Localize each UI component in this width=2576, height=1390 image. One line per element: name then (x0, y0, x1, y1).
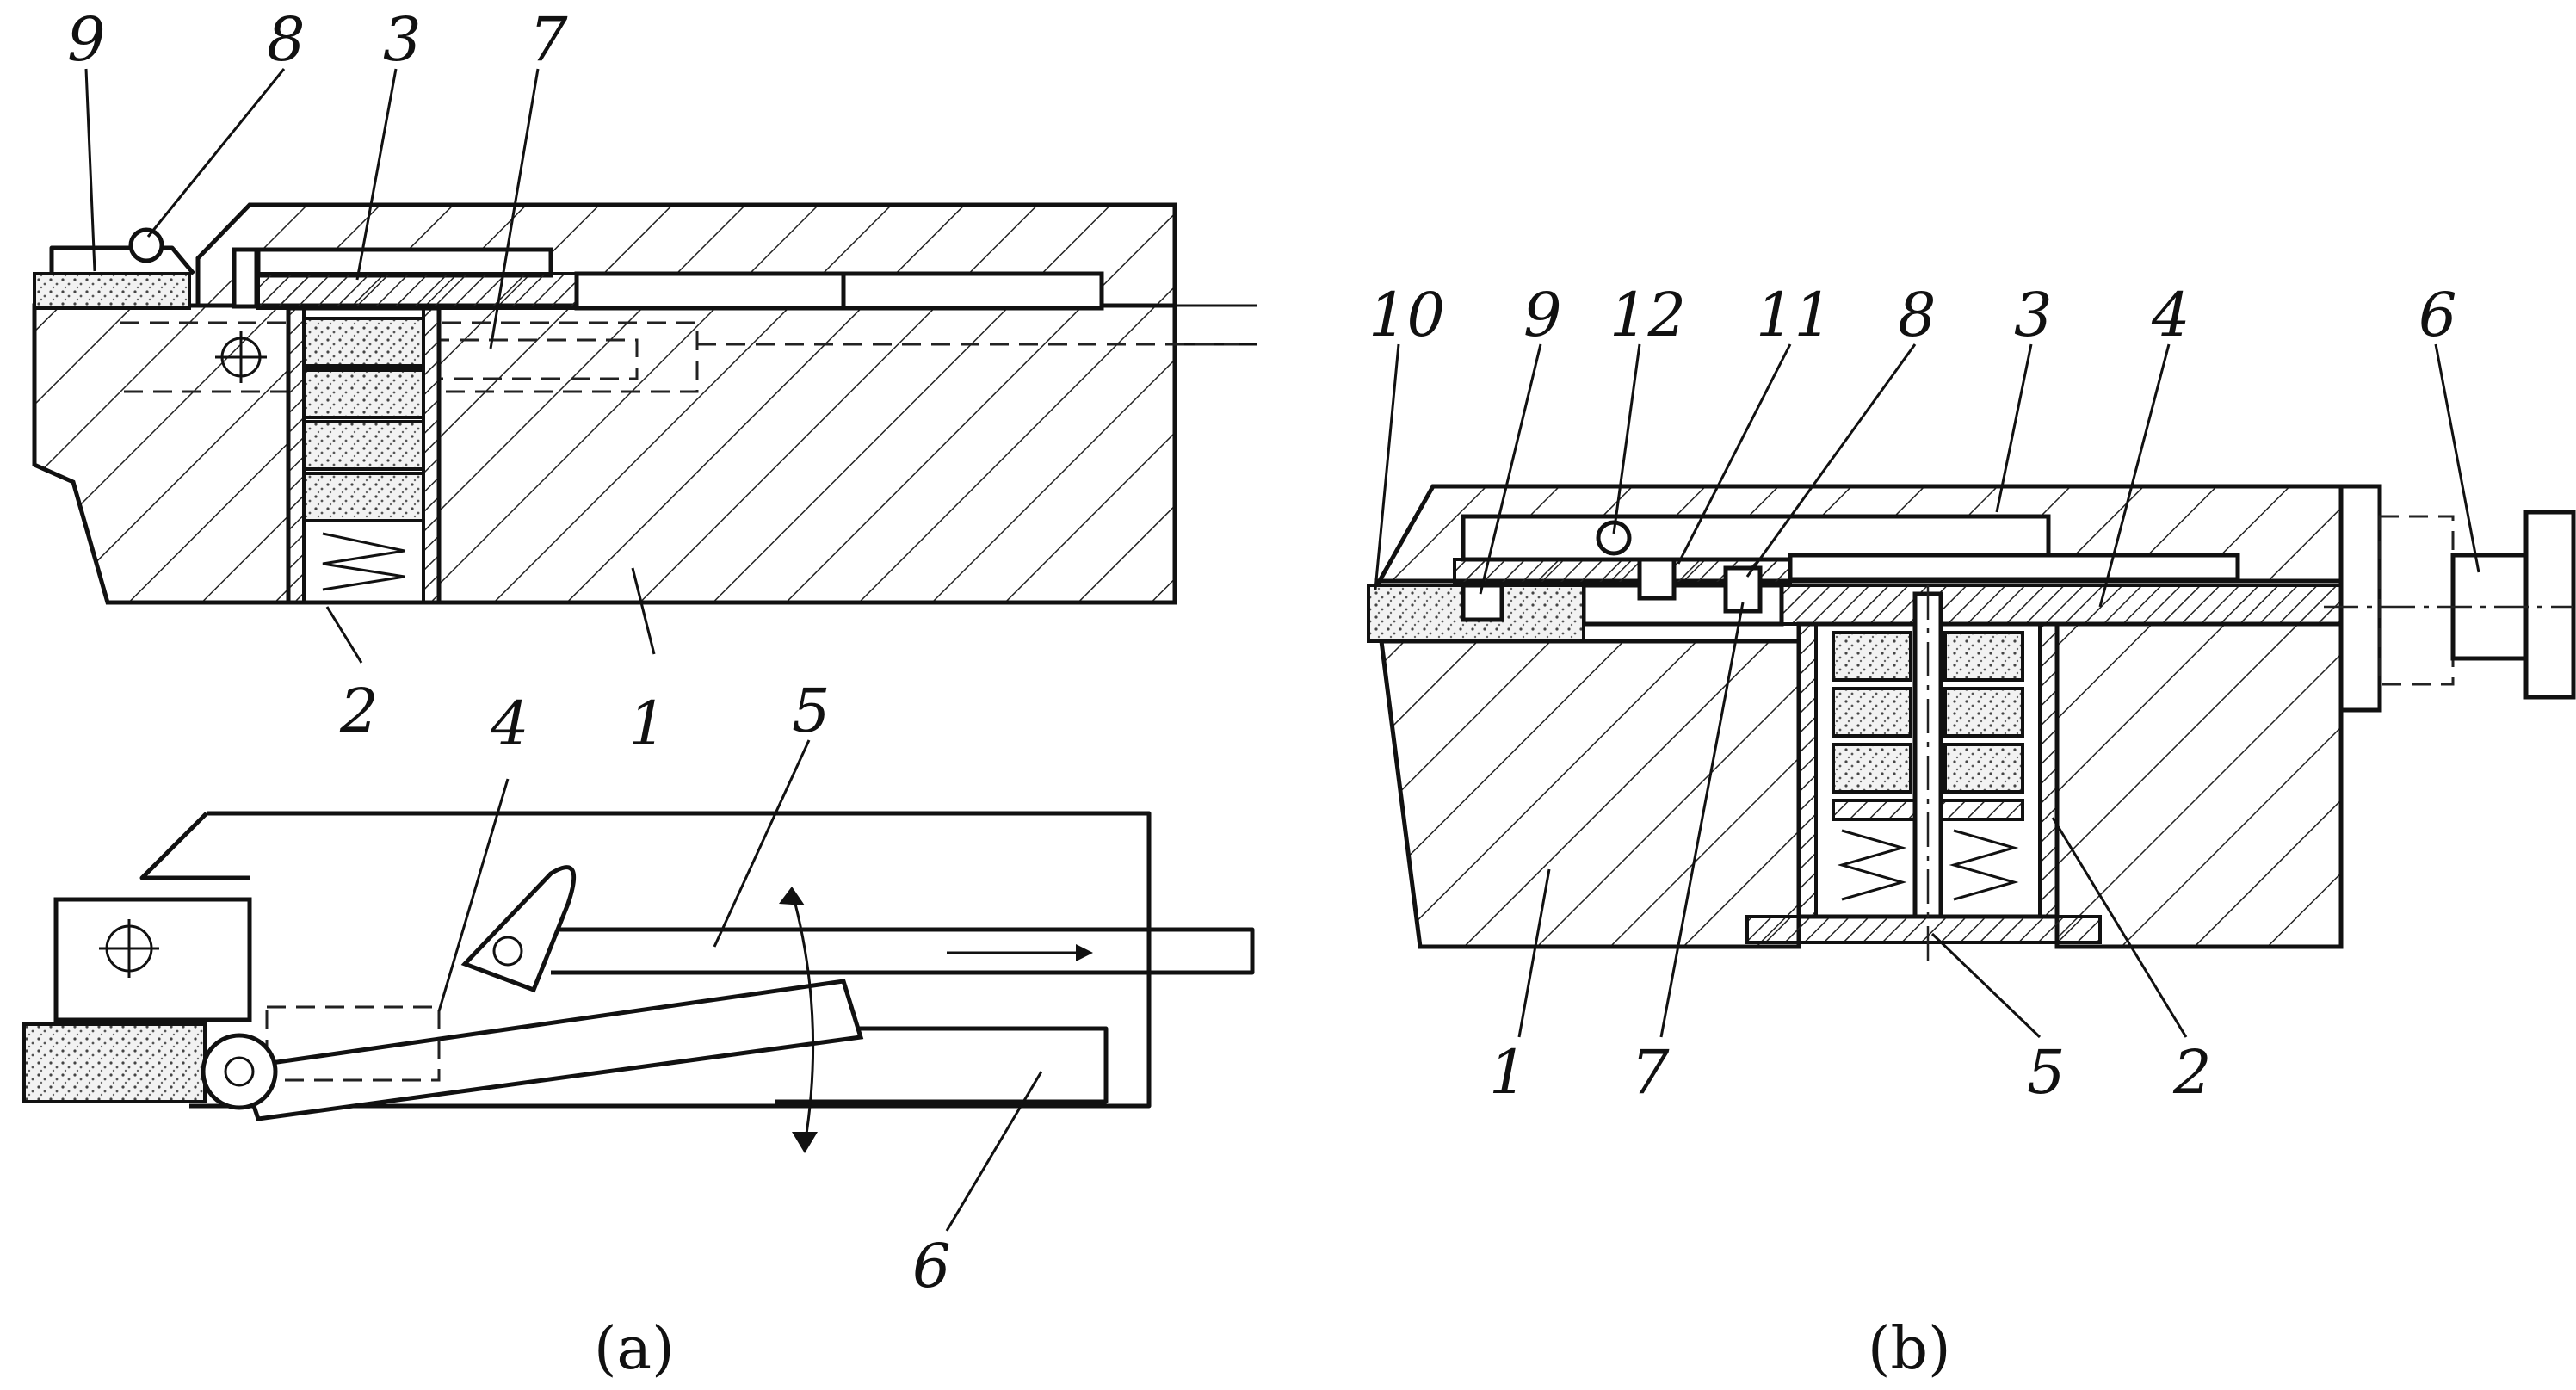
callout-b-4: 4 (2151, 280, 2190, 350)
callout-b-12: 12 (1609, 280, 1686, 350)
callout-a-1: 1 (628, 689, 667, 759)
callout-b-3: 3 (2014, 280, 2053, 350)
spring-b (1837, 829, 1907, 901)
panel-b: 10 9 12 11 8 3 4 6 1 7 5 2 (b) (1367, 280, 2576, 1383)
pin-8 (128, 227, 164, 263)
callout-b-2: 2 (2172, 1037, 2212, 1108)
abrasive-tool-9 (33, 272, 191, 310)
callout-b-8: 8 (1898, 280, 1937, 350)
callout-b-9: 9 (1523, 280, 1562, 350)
callout-a-4: 4 (490, 689, 529, 759)
callout-a-5: 5 (792, 676, 831, 746)
body-part-1-b (1379, 639, 1801, 949)
lever-4 (238, 979, 864, 1121)
caption-b: (b) (1868, 1315, 1951, 1383)
callout-a-7: 7 (529, 4, 568, 75)
callout-a-6: 6 (912, 1231, 951, 1301)
rod-5 (551, 927, 1255, 975)
callout-b-11: 11 (1756, 280, 1832, 350)
callout-a-9: 9 (67, 4, 106, 75)
panel-a-section-view (32, 202, 1257, 605)
part-6 (775, 1026, 1109, 1104)
caption-a: (a) (594, 1315, 675, 1383)
abrasive-tool-lower (22, 1022, 207, 1103)
callout-a-3: 3 (383, 4, 422, 75)
callout-b-6: 6 (2418, 280, 2457, 350)
body-part-1 (32, 303, 1177, 605)
body-outline (189, 811, 1152, 1109)
callout-b-5: 5 (2027, 1037, 2066, 1108)
panel-a-plan-view (22, 811, 1255, 1153)
pin-12 (1596, 520, 1632, 556)
part-3-strip (256, 272, 578, 310)
callout-b-7: 7 (1631, 1037, 1670, 1108)
callout-b-10: 10 (1368, 280, 1445, 350)
callout-a-8: 8 (267, 4, 306, 75)
panel-a: 9 8 3 7 2 4 1 5 6 (a) (22, 4, 1257, 1383)
base-plate (1745, 915, 2102, 944)
top-channel (574, 271, 846, 311)
callout-b-1: 1 (1489, 1037, 1528, 1108)
spring-a (322, 532, 405, 591)
callout-a-2: 2 (339, 676, 379, 746)
